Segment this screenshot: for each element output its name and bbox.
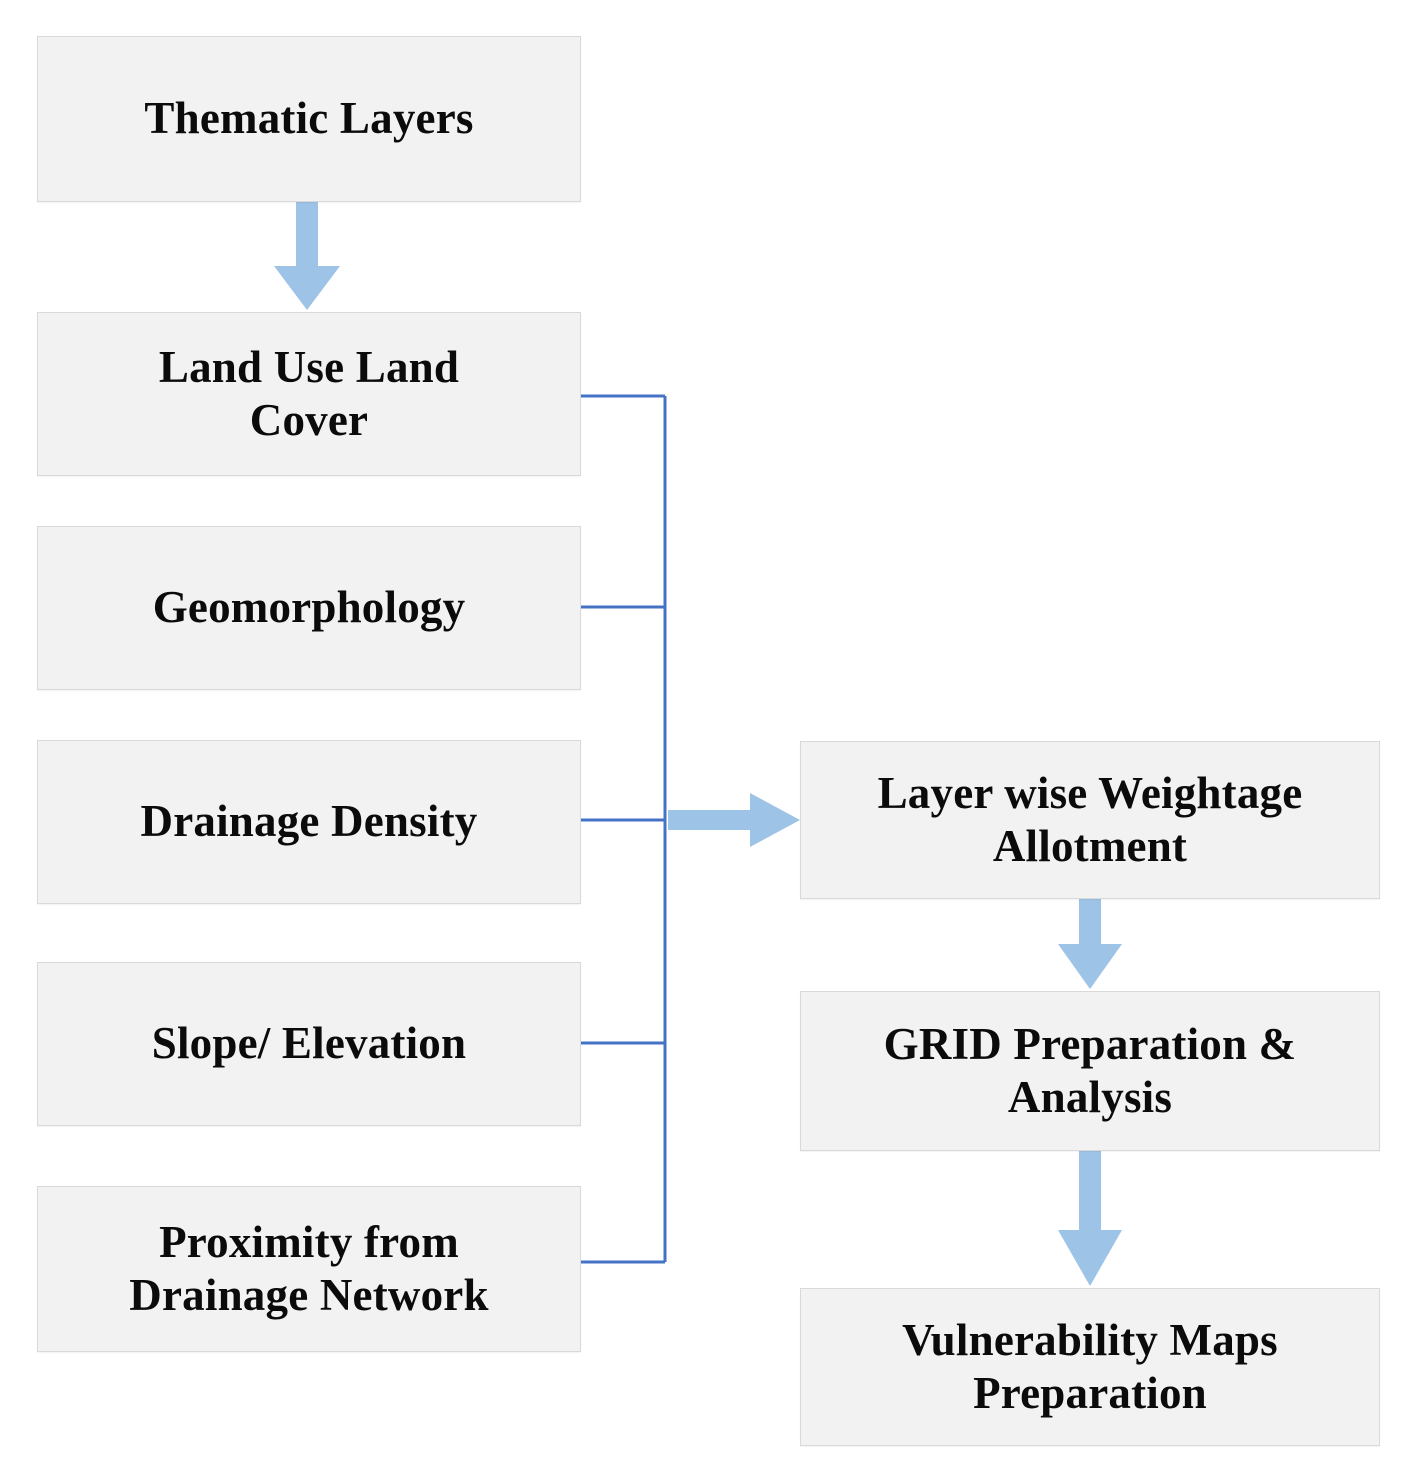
arrow-bus-to-weightage (668, 793, 800, 847)
node-vulnerability-maps-preparation[interactable]: Vulnerability Maps Preparation (800, 1288, 1380, 1446)
node-thematic-layers-label: Thematic Layers (144, 93, 474, 144)
node-geomorphology[interactable]: Geomorphology (37, 526, 581, 690)
node-proximity-from-drainage-network-label: Proximity from Drainage Network (129, 1216, 489, 1320)
node-geomorphology-label: Geomorphology (152, 582, 466, 633)
node-grid-preparation-and-analysis[interactable]: GRID Preparation & Analysis (800, 991, 1380, 1151)
node-vulnerability-maps-preparation-label: Vulnerability Maps Preparation (902, 1314, 1278, 1418)
node-slope-elevation[interactable]: Slope/ Elevation (37, 962, 581, 1126)
node-drainage-density[interactable]: Drainage Density (37, 740, 581, 904)
node-land-use-land-cover[interactable]: Land Use Land Cover (37, 312, 581, 476)
node-land-use-land-cover-label: Land Use Land Cover (158, 341, 460, 445)
node-thematic-layers[interactable]: Thematic Layers (37, 36, 581, 202)
node-slope-elevation-label: Slope/ Elevation (151, 1018, 467, 1069)
arrow-grid-to-vulnerability (1058, 1151, 1122, 1286)
node-grid-preparation-and-analysis-label: GRID Preparation & Analysis (883, 1018, 1297, 1122)
node-drainage-density-label: Drainage Density (140, 796, 478, 847)
thin-connectors (581, 394, 667, 1264)
arrow-thematic-to-lulc (274, 202, 340, 310)
node-layer-wise-weightage-allotment-label: Layer wise Weightage Allotment (877, 767, 1303, 871)
arrow-weightage-to-grid (1058, 899, 1122, 989)
node-layer-wise-weightage-allotment[interactable]: Layer wise Weightage Allotment (800, 741, 1380, 899)
node-proximity-from-drainage-network[interactable]: Proximity from Drainage Network (37, 1186, 581, 1352)
